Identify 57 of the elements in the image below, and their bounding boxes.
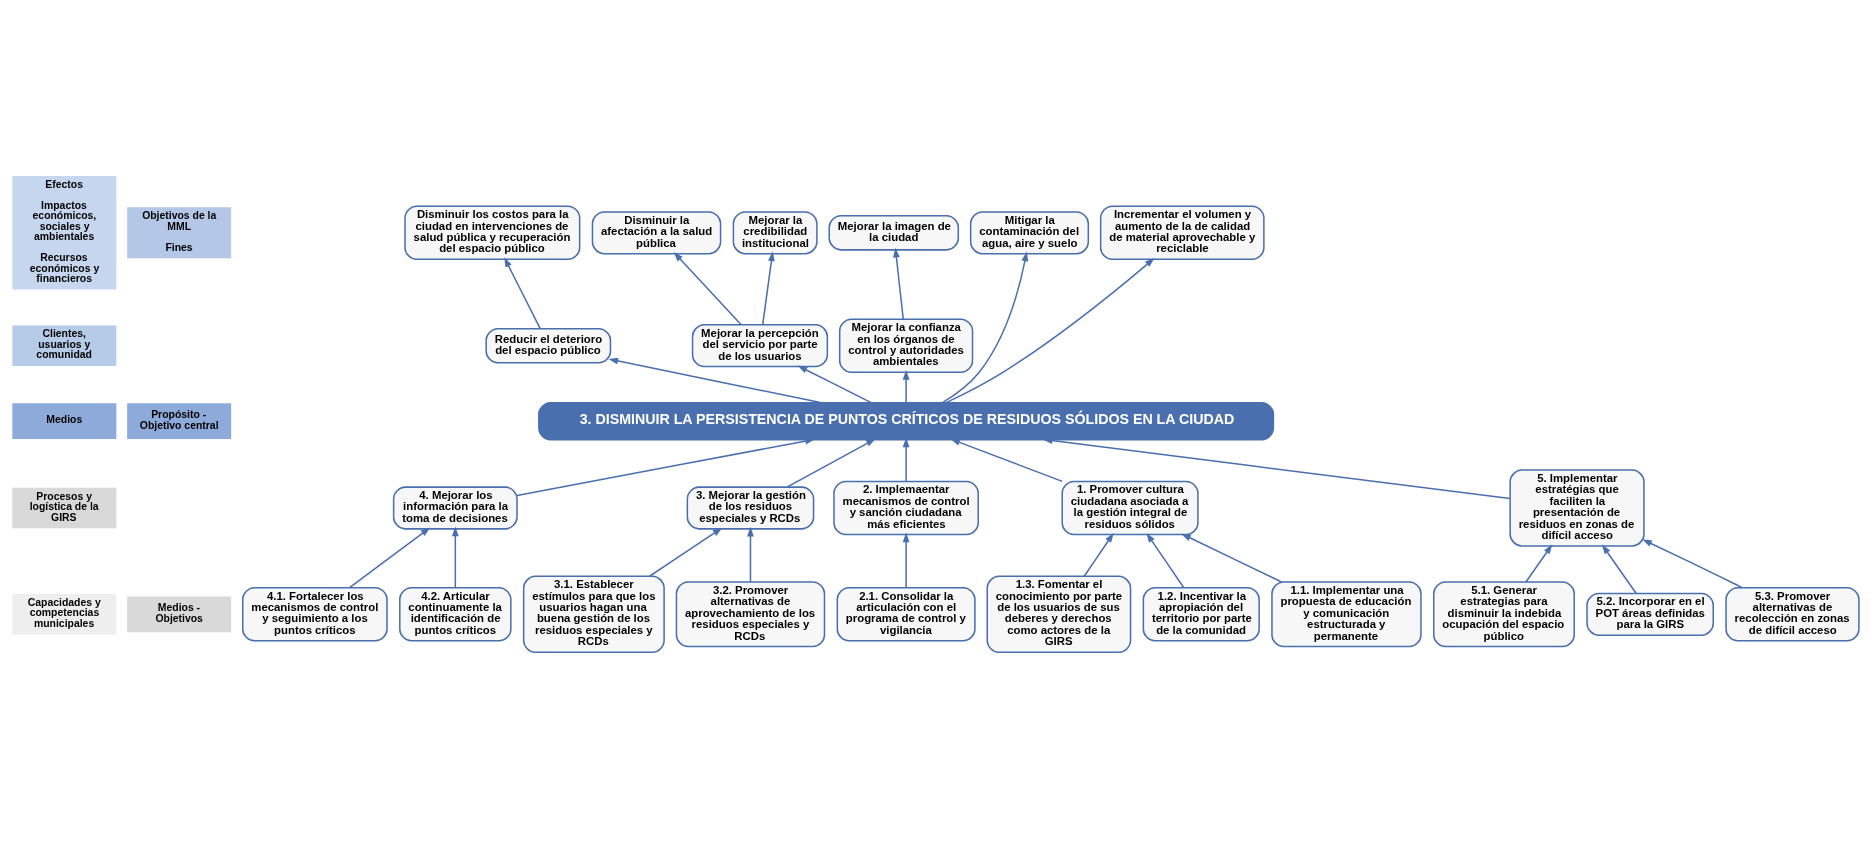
node-box: Disminuir la afectación a la salud pública [591,210,722,254]
node-box: 3.2. Promover alternativas de aprovechamiento de los residuos especiales y RCDs [675,580,826,647]
arrow [942,251,1029,403]
node-box: 4.2. Articular continuamente la identificación de puntos críticos [399,586,512,642]
node-box: Incrementar el volumen y aumento de la de calidad de material aprovechable y reciclable [1099,204,1265,260]
node-box: 3.1. Establecer estímulos para que los usuarios hagan una buena gestión de los residuos especiales y RCDs [522,575,665,653]
node-box: Mejorar la imagen de la ciudad [828,214,960,251]
arrow [902,369,910,403]
node-box: 1.3. Fomentar el conocimiento por parte de los usuarios de sus deberes y derechos como actores de la GIRS [986,575,1132,653]
arrow [451,526,459,588]
arrow [516,437,815,496]
node-box: 4. Mejorar los información para la toma de decisiones [392,485,518,530]
arrow [504,256,541,329]
node-box: Mejorar la percepción del servicio por parte de los usuarios [691,323,829,367]
arrow [786,438,876,488]
arrow [1146,532,1185,588]
node-box: Propósito - Objetivo central [127,402,232,439]
node-box: 1.1. Implementar una propuesta de educación y comunicación estructurada y permanente [1271,580,1422,647]
node-box: 4.1. Fortalecer los mecanismos de control y seguimiento a los puntos críticos [242,586,388,642]
node-box: 5.1. Generar estrategias para disminuir la indebida ocupación del espacio público [1433,580,1575,647]
node-box: 3. Mejorar la gestión de los residuos especiales y RCDs [686,485,815,530]
node-box: Efectos Impactos económicos, sociales y ambientales Recursos económicos y financieros [12,175,117,290]
arrow [1525,543,1553,583]
arrow [747,526,754,583]
node-box: Objetivos de la MML Fines [127,206,232,258]
node-box: 5. Implementar estratégias que faciliten la presentación de residuos en zonas de difícil acceso [1509,468,1645,547]
arrow [797,365,872,403]
node-box: Medios [12,402,117,439]
arrow [348,527,431,588]
arrow [1181,533,1283,583]
node-box: Mejorar la credibilidad institucional [732,210,818,254]
node-box: 3. DISMINUIR LA PERSISTENCIA DE PUNTOS CRÍTICOS DE RESIDUOS SÓLIDOS EN LA CIUDAD [538,401,1275,440]
node-box: 1.2. Incentivar la apropiación del territorio por parte de la comunidad [1142,586,1260,642]
arrow [608,357,822,403]
arrow [902,532,910,588]
node-box: Mejorar la confianza en los órganos de control y autoridades ambientales [838,317,974,373]
arrow [893,247,904,320]
node-box: Mitigar la contaminación del agua, aire y suelo [969,210,1090,254]
arrow [950,438,1064,482]
node-box: Clientes, usuarios y comunidad [12,325,117,366]
arrow [761,250,775,325]
node-box: Reducir el deterioro del espacio público [485,327,612,364]
node-box: 5.3. Promover alternativas de recolección en zonas de difícil acceso [1725,586,1860,642]
node-box: 2.1. Consolidar la articulación con el programa de control y vigilancia [836,586,976,642]
node-box: 2. Implemaentar mecanismos de control y sanción ciudadana más eficientes [833,480,979,535]
node-box: Medios - Objetivos [127,595,232,632]
arrow [902,437,910,482]
arrow [648,527,723,577]
arrow [1601,543,1637,594]
arrow [945,257,1155,403]
node-box: Procesos y logística de la GIRS [12,487,117,528]
arrow [1642,538,1743,588]
arrow [1083,532,1114,577]
arrow [673,251,742,325]
node-box: 1. Promover cultura ciudadana asociada a la gestión integral de residuos sólidos [1061,480,1199,535]
node-box: Disminuir los costos para la ciudad en intervenciones de salud pública y recuperación del espacio público [404,204,581,260]
node-box: 5.2. Incorporar en el POT áreas definidas para la GIRS [1586,592,1714,636]
